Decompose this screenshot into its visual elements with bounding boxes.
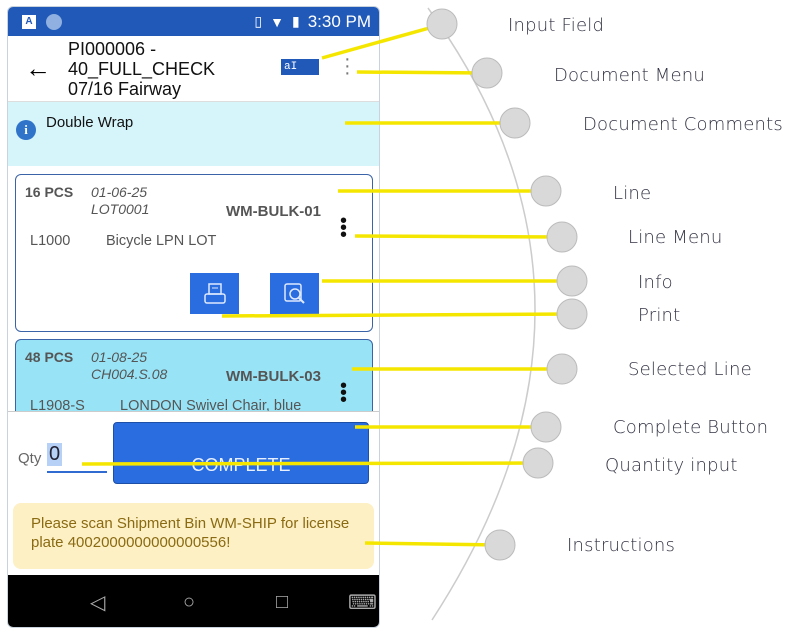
clock: 3:30 PM [307, 11, 371, 31]
callout-label: Input Field [508, 15, 605, 36]
info-button[interactable] [270, 273, 319, 314]
document-comments: i Double Wrap [8, 102, 379, 166]
android-nav-bar: ◁ ○ □ ⌨ [8, 575, 379, 627]
line-lot: CH004.S.08 [91, 366, 168, 382]
vibrate-icon: ▯ [254, 13, 263, 29]
callout-lines [81, 23, 573, 547]
wifi-icon: ▼ [270, 13, 284, 30]
callout-label: Document Menu [554, 65, 705, 86]
search-detail-icon [283, 282, 305, 304]
line-menu-icon[interactable]: ••• [340, 210, 348, 246]
line-bin: WM-BULK-03 [226, 368, 321, 385]
qty-label: Qty [18, 450, 42, 467]
printer-icon [203, 282, 226, 304]
instructions-banner: Please scan Shipment Bin WM-SHIP for lic… [13, 503, 374, 569]
line-qty: 48 PCS [25, 349, 74, 365]
quantity-input-underline [47, 471, 107, 473]
app-a-icon: A [22, 14, 36, 29]
line-qty: 16 PCS [25, 184, 74, 200]
title-line: PI000006 - [68, 38, 157, 59]
line-date: 01-06-25 [91, 184, 148, 200]
back-arrow-icon[interactable]: ← [25, 53, 51, 83]
title-line: 07/16 Fairway [68, 78, 182, 99]
print-button[interactable] [190, 273, 239, 314]
line-description: Bicycle LPN LOT [106, 233, 217, 249]
callout-label: Quantity input [605, 455, 738, 476]
title-line: 40_FULL_CHECK [68, 58, 216, 79]
line-item-code: L1000 [30, 233, 71, 249]
line-lot: LOT0001 [91, 201, 150, 217]
callout-label: Complete Button [613, 417, 769, 438]
comment-text: Double Wrap [46, 114, 134, 131]
page-title: PI000006 - 40_FULL_CHECK 07/16 Fairway [68, 39, 258, 99]
app-bar: ← PI000006 - 40_FULL_CHECK 07/16 Fairway… [8, 36, 379, 102]
line-description: LONDON Swivel Chair, blue [120, 398, 302, 414]
callout-label: Instructions [567, 535, 676, 556]
callout-label: Selected Line [628, 359, 752, 380]
callout-label: Line Menu [628, 227, 723, 248]
line-item-code: L1908-S [30, 398, 85, 414]
nav-home-icon[interactable]: ○ [183, 590, 196, 613]
scan-input-field[interactable]: aI [281, 59, 319, 75]
circle-icon [46, 13, 62, 30]
line-bin: WM-BULK-01 [226, 203, 321, 220]
line-menu-icon[interactable]: ••• [340, 375, 348, 411]
callout-label: Document Comments [583, 114, 783, 135]
callout-label: Line [613, 183, 652, 204]
document-menu-icon[interactable]: ··· [344, 48, 351, 84]
callout-arc [427, 7, 536, 621]
callout-dots [426, 8, 588, 561]
quantity-input[interactable]: 0 [47, 443, 63, 466]
battery-icon: ▮ [291, 13, 300, 29]
callout-label: Info [638, 272, 673, 293]
footer-panel: Qty 0 COMPLETE Please scan Shipment Bin … [8, 411, 379, 575]
line-card[interactable]: 16 PCS 01-06-25 LOT0001 WM-BULK-01 L1000… [15, 174, 373, 332]
nav-recents-icon[interactable]: □ [276, 590, 289, 613]
keyboard-icon[interactable]: ⌨ [348, 591, 377, 614]
callout-label: Print [638, 305, 681, 326]
info-icon: i [16, 120, 36, 140]
nav-back-icon[interactable]: ◁ [90, 591, 106, 614]
line-date: 01-08-25 [91, 349, 148, 365]
status-bar: A ▯ ▼ ▮ 3:30 PM [8, 7, 379, 36]
